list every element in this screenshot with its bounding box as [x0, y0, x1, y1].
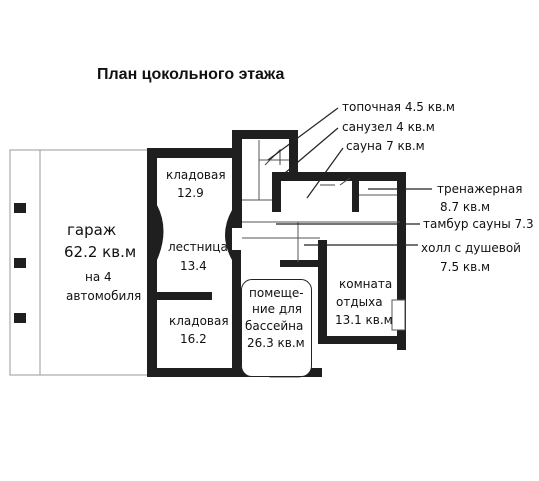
door-swings	[264, 148, 351, 186]
storage-bottom-area: 16.2	[180, 332, 207, 346]
callout-hall-area: 7.5 кв.м	[440, 260, 491, 274]
wall-bottom	[147, 368, 322, 377]
garage-pier	[14, 258, 26, 268]
wall-gym-right	[397, 172, 406, 350]
garage-outline	[9, 149, 151, 376]
storage-top-name: кладовая	[166, 168, 226, 182]
wall-garage-divider	[147, 150, 157, 375]
pool-outline	[241, 279, 312, 377]
storage-bottom-name: кладовая	[169, 314, 229, 328]
callout-gym-name: тренажерная	[437, 182, 523, 196]
leader-boiler	[267, 107, 339, 161]
wall-sauna-inner	[352, 172, 359, 212]
pool-line-2: ние для	[252, 302, 303, 316]
wall-storage-bottom-top	[152, 292, 212, 300]
pool-line-3: бассейна	[245, 319, 304, 333]
pool-line-1: помеще-	[249, 286, 304, 300]
wall-pool-left	[232, 250, 241, 375]
garage-pier	[14, 203, 26, 213]
leader-sauna	[306, 147, 344, 199]
wall-lounge-left	[318, 240, 327, 338]
callout-vestibule: тамбур сауны 7.3	[423, 217, 534, 231]
leader-wc	[284, 127, 339, 174]
stairs-corner	[157, 205, 164, 260]
plan-walls	[9, 130, 406, 377]
lounge-area: 13.1 кв.м	[335, 313, 393, 327]
lounge-name-2: отдыха	[336, 295, 383, 309]
wall-storage-right	[232, 130, 242, 228]
wall-sauna-top	[272, 172, 405, 181]
callout-leaders	[267, 107, 432, 246]
callout-wc: санузел 4 кв.м	[342, 120, 435, 134]
lounge-name-1: комната	[339, 277, 393, 291]
wall-top-storage	[147, 148, 237, 158]
wall-lounge-bottom	[318, 336, 406, 344]
stairs-area: 13.4	[180, 259, 207, 273]
callout-sauna: сауна 7 кв.м	[346, 139, 425, 153]
wall-wc-top	[232, 130, 298, 139]
garage-pier	[14, 313, 26, 323]
pool-area: 26.3 кв.м	[247, 336, 305, 350]
callout-boiler: топочная 4.5 кв.м	[342, 100, 455, 114]
wall-wc-right	[289, 130, 298, 174]
callout-hall-name: холл с душевой	[421, 241, 521, 255]
garage-name: гараж	[67, 221, 117, 239]
wall-lounge-top	[280, 260, 325, 267]
garage-area: 62.2 кв.м	[64, 243, 137, 261]
callout-gym-area: 8.7 кв.м	[440, 200, 491, 214]
garage-note-1: на 4	[85, 270, 112, 284]
wall-sauna-left	[272, 172, 281, 212]
stairs-corner	[225, 210, 232, 260]
storage-top-area: 12.9	[177, 186, 204, 200]
garage-note-2: автомобиля	[66, 289, 142, 303]
stairs-name: лестница	[168, 240, 228, 254]
plan-title: План цокольного этажа	[97, 66, 285, 83]
